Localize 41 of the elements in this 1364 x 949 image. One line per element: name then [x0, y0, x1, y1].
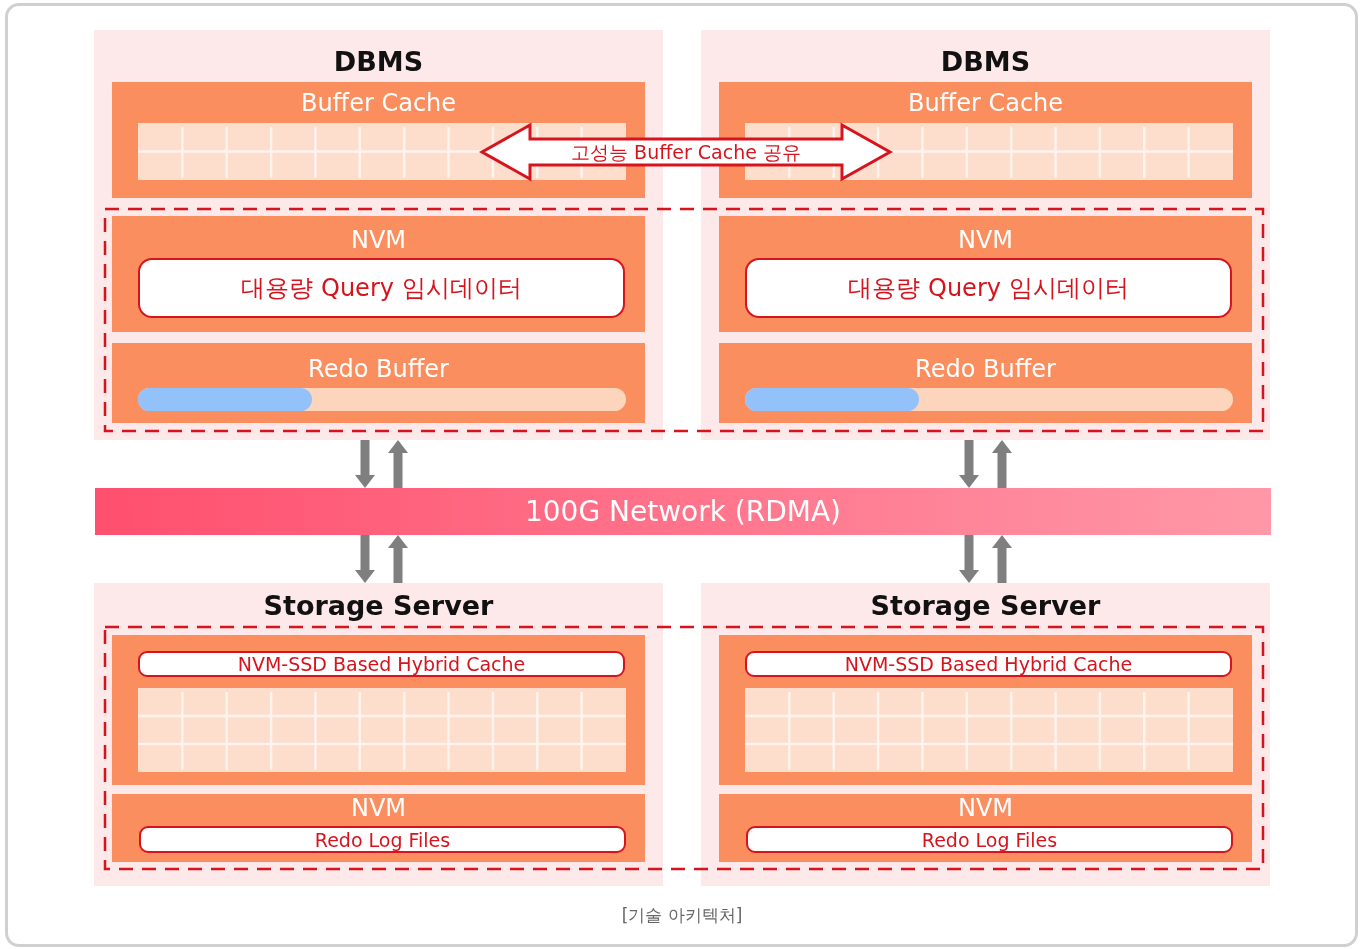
memory-block: [719, 216, 1252, 332]
arrow: [355, 535, 375, 583]
panel-title: DBMS: [332, 45, 425, 79]
memory-block: [719, 794, 1252, 862]
server-panel: [701, 583, 1270, 886]
block-title: Redo Buffer: [307, 354, 450, 385]
memory-block: [112, 216, 645, 332]
region-label: NVM-SSD Based Hybrid Cache: [745, 651, 1232, 677]
panel-title: Storage Server: [869, 589, 1102, 623]
arrow: [992, 535, 1012, 583]
block-title: NVM: [349, 225, 408, 256]
memory-block: [719, 343, 1252, 423]
block-title: Redo Buffer: [914, 354, 1057, 385]
region-label: Redo Log Files: [139, 826, 626, 853]
panel-title: DBMS: [939, 45, 1032, 79]
region-label: 대용량 Query 임시데이터: [745, 258, 1232, 318]
region-label: Redo Log Files: [746, 826, 1233, 853]
memory-block: [112, 343, 645, 423]
region-label: 대용량 Query 임시데이터: [138, 258, 625, 318]
double-block-arrow: [478, 122, 894, 182]
block-title: Buffer Cache: [906, 88, 1065, 119]
server-panel: [701, 30, 1270, 440]
arrow: [959, 440, 979, 488]
block-title: NVM: [956, 225, 1015, 256]
network-band: 100G Network (RDMA): [95, 488, 1271, 535]
arrow: [388, 440, 408, 488]
edge-label: 고성능 Buffer Cache 공유: [570, 140, 802, 165]
caption: [기술 아키텍처]: [620, 904, 744, 927]
arrow: [388, 535, 408, 583]
block-title: NVM: [349, 794, 408, 822]
memory-block: [112, 635, 645, 785]
arrow: [355, 440, 375, 488]
block-title: NVM: [956, 794, 1015, 822]
region-label: NVM-SSD Based Hybrid Cache: [138, 651, 625, 677]
block-title: Buffer Cache: [299, 88, 458, 119]
server-panel: [94, 583, 663, 886]
arrow: [959, 535, 979, 583]
memory-block: [112, 794, 645, 862]
arrow: [992, 440, 1012, 488]
panel-title: Storage Server: [262, 589, 495, 623]
memory-block: [719, 635, 1252, 785]
